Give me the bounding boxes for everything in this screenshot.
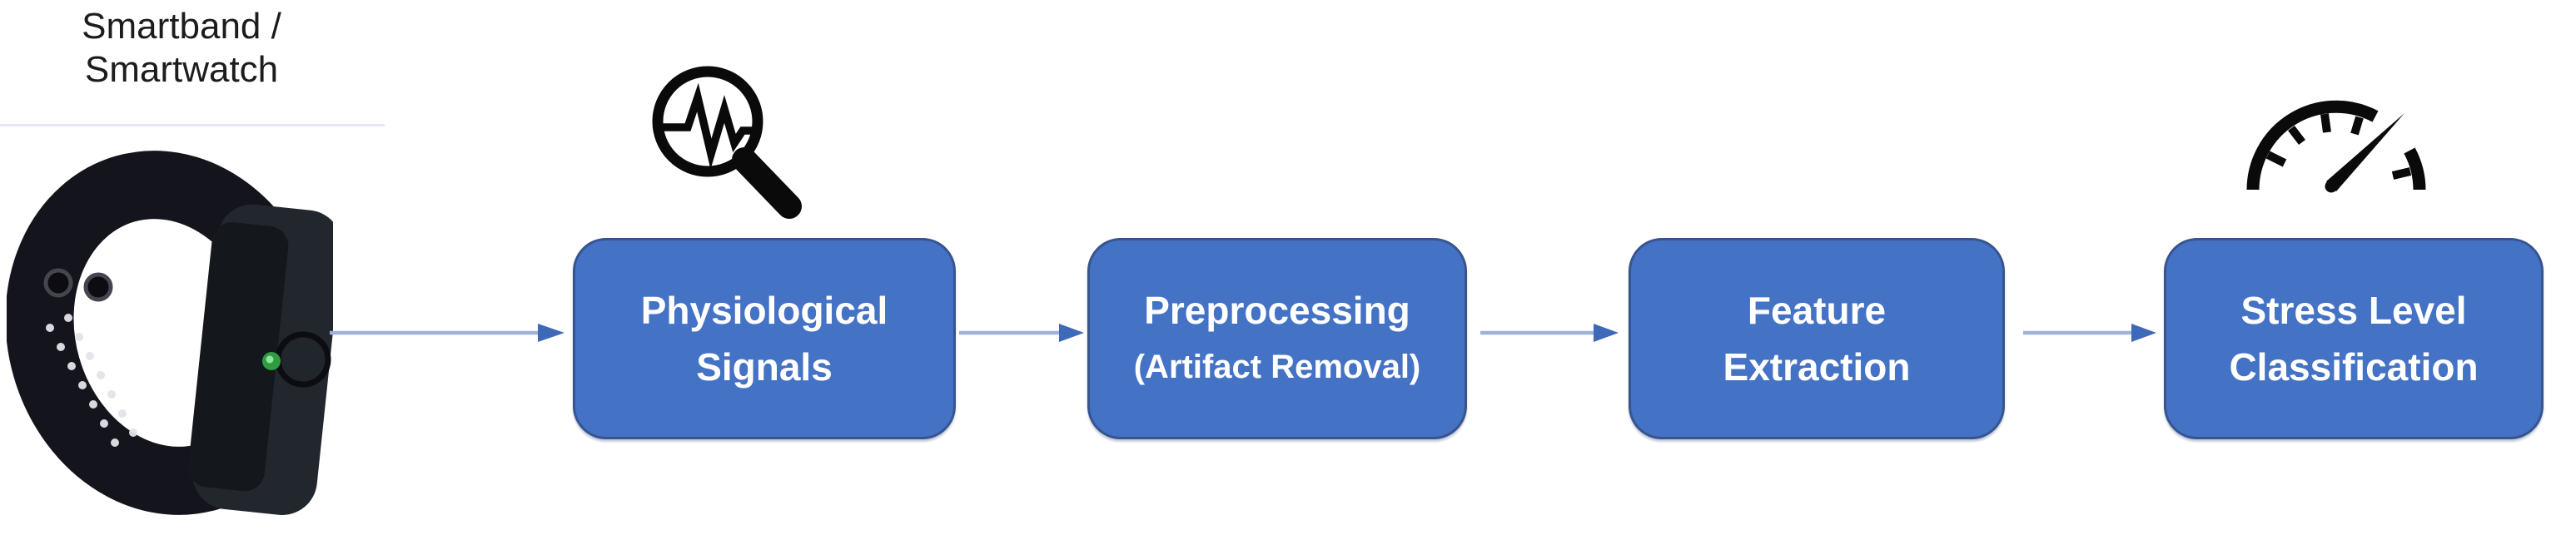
flow-arrow-3 [1480, 324, 1619, 342]
flow-arrow-1 [330, 324, 564, 342]
watch-led-highlight [266, 355, 274, 364]
smartwatch-photo [5, 126, 342, 531]
flow-box-label-line1: Preprocessing [1144, 289, 1410, 332]
flow-arrow-4 [2023, 324, 2156, 342]
flow-box-label-line1: Physiological [640, 289, 888, 332]
watch-screen [188, 222, 289, 492]
flow-box-physiological-signals: Physiological Signals [573, 238, 956, 439]
strap-holes [46, 314, 137, 447]
flow-box-label-line2: (Artifact Removal) [1133, 349, 1421, 385]
photo-edge-line [0, 124, 385, 126]
flow-box-label-line2: Extraction [1723, 345, 1911, 389]
smartwatch-illustration [5, 151, 342, 515]
flow-box-stress-level-classification: Stress Level Classification [2164, 238, 2544, 439]
speedometer-icon [2241, 80, 2433, 196]
speedometer-svg [2246, 100, 2426, 193]
device-label: Smartband / Smartwatch [15, 5, 348, 92]
flow-box-label-line1: Feature [1747, 289, 1887, 332]
pulse-magnifier-svg [652, 66, 802, 219]
flow-box-preprocessing: Preprocessing (Artifact Removal) [1087, 238, 1467, 439]
flow-box-label-line2: Signals [696, 345, 833, 389]
strap-stud [83, 272, 113, 302]
device-label-line1: Smartband / [82, 6, 281, 47]
flow-box-label-line2: Classification [2229, 345, 2479, 389]
device-label-line2: Smartwatch [84, 49, 279, 90]
strap-stud [43, 268, 73, 298]
pulse-magnifier-icon [643, 53, 819, 230]
flow-box-feature-extraction: Feature Extraction [1629, 238, 2005, 439]
flow-box-label-line1: Stress Level [2240, 289, 2467, 332]
watch-button [275, 331, 331, 388]
flow-arrow-2 [959, 324, 1084, 342]
speedometer-needle [2326, 113, 2404, 191]
